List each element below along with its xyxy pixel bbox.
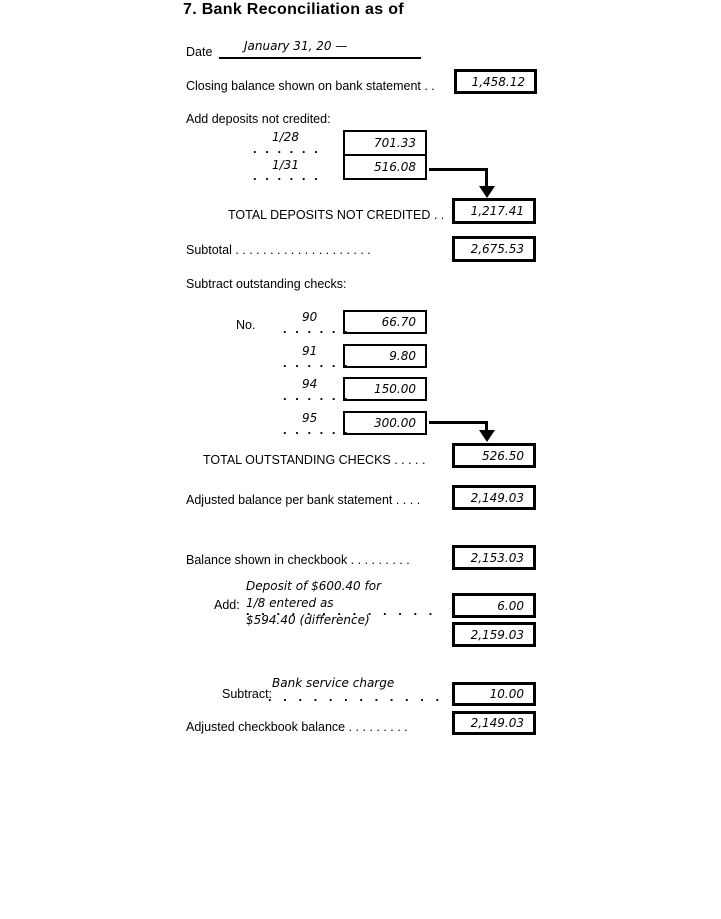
adjusted-bank-balance-value: 2,149.03 bbox=[470, 490, 524, 505]
check-amount-box: 9.80 bbox=[343, 344, 427, 368]
checkbook-balance-box: 2,153.03 bbox=[452, 545, 536, 570]
checkbook-balance-value: 2,153.03 bbox=[470, 550, 524, 565]
date-underline bbox=[219, 57, 421, 59]
check-number: 95 bbox=[302, 411, 318, 425]
deposits-flow-arrow-horizontal bbox=[429, 168, 488, 171]
adjusted-checkbook-value: 2,149.03 bbox=[470, 716, 524, 730]
check-amount-box: 66.70 bbox=[343, 310, 427, 334]
subtotal-label: Subtotal . . . . . . . . . . . . . . . .… bbox=[186, 243, 371, 257]
check-amount: 150.00 bbox=[374, 382, 416, 396]
total-checks-label: TOTAL OUTSTANDING CHECKS . . . . . bbox=[203, 453, 426, 467]
add-subtotal-value: 2,159.03 bbox=[470, 627, 524, 642]
add-label: Add: bbox=[214, 598, 240, 612]
check-row-leader: . . . . . . bbox=[283, 355, 349, 370]
deposits-heading: Add deposits not credited: bbox=[186, 112, 331, 126]
add-note-line1: Deposit of $600.40 for bbox=[246, 579, 382, 593]
total-checks-value: 526.50 bbox=[482, 448, 524, 463]
total-checks-box: 526.50 bbox=[452, 443, 536, 468]
adjusted-bank-balance-box: 2,149.03 bbox=[452, 485, 536, 510]
deposit-amount-box: 701.33 bbox=[343, 130, 427, 156]
check-amount-box: 300.00 bbox=[343, 411, 427, 435]
add-amount-value: 6.00 bbox=[497, 598, 524, 613]
total-deposits-label: TOTAL DEPOSITS NOT CREDITED . . bbox=[228, 208, 445, 222]
check-number: 90 bbox=[302, 310, 318, 324]
page-title: 7. Bank Reconciliation as of bbox=[183, 1, 404, 18]
deposit-row-leader: . . . . . . bbox=[253, 141, 319, 156]
date-value: January 31, 20 — bbox=[244, 39, 348, 53]
deposit-amount-box: 516.08 bbox=[343, 154, 427, 180]
add-subtotal-box: 2,159.03 bbox=[452, 622, 536, 647]
closing-balance-label: Closing balance shown on bank statement … bbox=[186, 79, 435, 93]
add-note-line2: 1/8 entered as bbox=[246, 596, 334, 610]
checkbook-balance-label: Balance shown in checkbook . . . . . . .… bbox=[186, 553, 410, 567]
check-amount: 66.70 bbox=[381, 315, 416, 329]
check-amount: 300.00 bbox=[374, 416, 416, 430]
total-deposits-value: 1,217.41 bbox=[470, 204, 524, 218]
check-row-leader: . . . . . . bbox=[283, 422, 349, 437]
check-row-leader: . . . . . . bbox=[283, 321, 349, 336]
checks-flow-arrowhead-icon bbox=[479, 430, 495, 442]
date-label: Date bbox=[186, 45, 213, 59]
total-deposits-box: 1,217.41 bbox=[452, 198, 536, 224]
subtotal-box: 2,675.53 bbox=[452, 236, 536, 262]
subtotal-value: 2,675.53 bbox=[470, 242, 524, 256]
deposit-amount: 701.33 bbox=[374, 136, 416, 150]
add-amount-box: 6.00 bbox=[452, 593, 536, 618]
deposits-flow-arrow-vertical bbox=[485, 168, 488, 188]
deposit-row-leader: . . . . . . bbox=[253, 168, 319, 183]
subtract-amount-value: 10.00 bbox=[489, 687, 524, 701]
check-no-label: No. bbox=[236, 318, 256, 332]
closing-balance-box: 1,458.12 bbox=[454, 69, 537, 94]
subtract-note: Bank service charge bbox=[272, 676, 395, 690]
deposits-flow-arrowhead-icon bbox=[479, 186, 495, 198]
check-amount: 9.80 bbox=[389, 349, 416, 363]
check-row-leader: . . . . . . bbox=[283, 388, 349, 403]
checks-flow-arrow-horizontal bbox=[429, 421, 488, 424]
checks-flow-arrow-vertical bbox=[485, 421, 488, 433]
deposit-date: 1/28 bbox=[272, 130, 299, 144]
check-amount-box: 150.00 bbox=[343, 377, 427, 401]
subtract-label: Subtract: bbox=[222, 687, 273, 701]
subtract-row-leader: . . . . . . . . . . . . bbox=[268, 689, 441, 704]
adjusted-checkbook-label: Adjusted checkbook balance . . . . . . .… bbox=[186, 720, 408, 734]
add-row-leader: . . . . . . . . . . . . . bbox=[246, 603, 434, 618]
deposit-date: 1/31 bbox=[272, 158, 299, 172]
deposit-amount: 516.08 bbox=[374, 160, 416, 174]
check-number: 91 bbox=[302, 344, 318, 358]
add-note-line3: $594.40 (difference) bbox=[246, 613, 370, 627]
checks-heading: Subtract outstanding checks: bbox=[186, 277, 347, 291]
adjusted-bank-balance-label: Adjusted balance per bank statement . . … bbox=[186, 493, 421, 507]
check-number: 94 bbox=[302, 377, 318, 391]
closing-balance-value: 1,458.12 bbox=[471, 74, 525, 89]
adjusted-checkbook-box: 2,149.03 bbox=[452, 711, 536, 735]
subtract-amount-box: 10.00 bbox=[452, 682, 536, 706]
